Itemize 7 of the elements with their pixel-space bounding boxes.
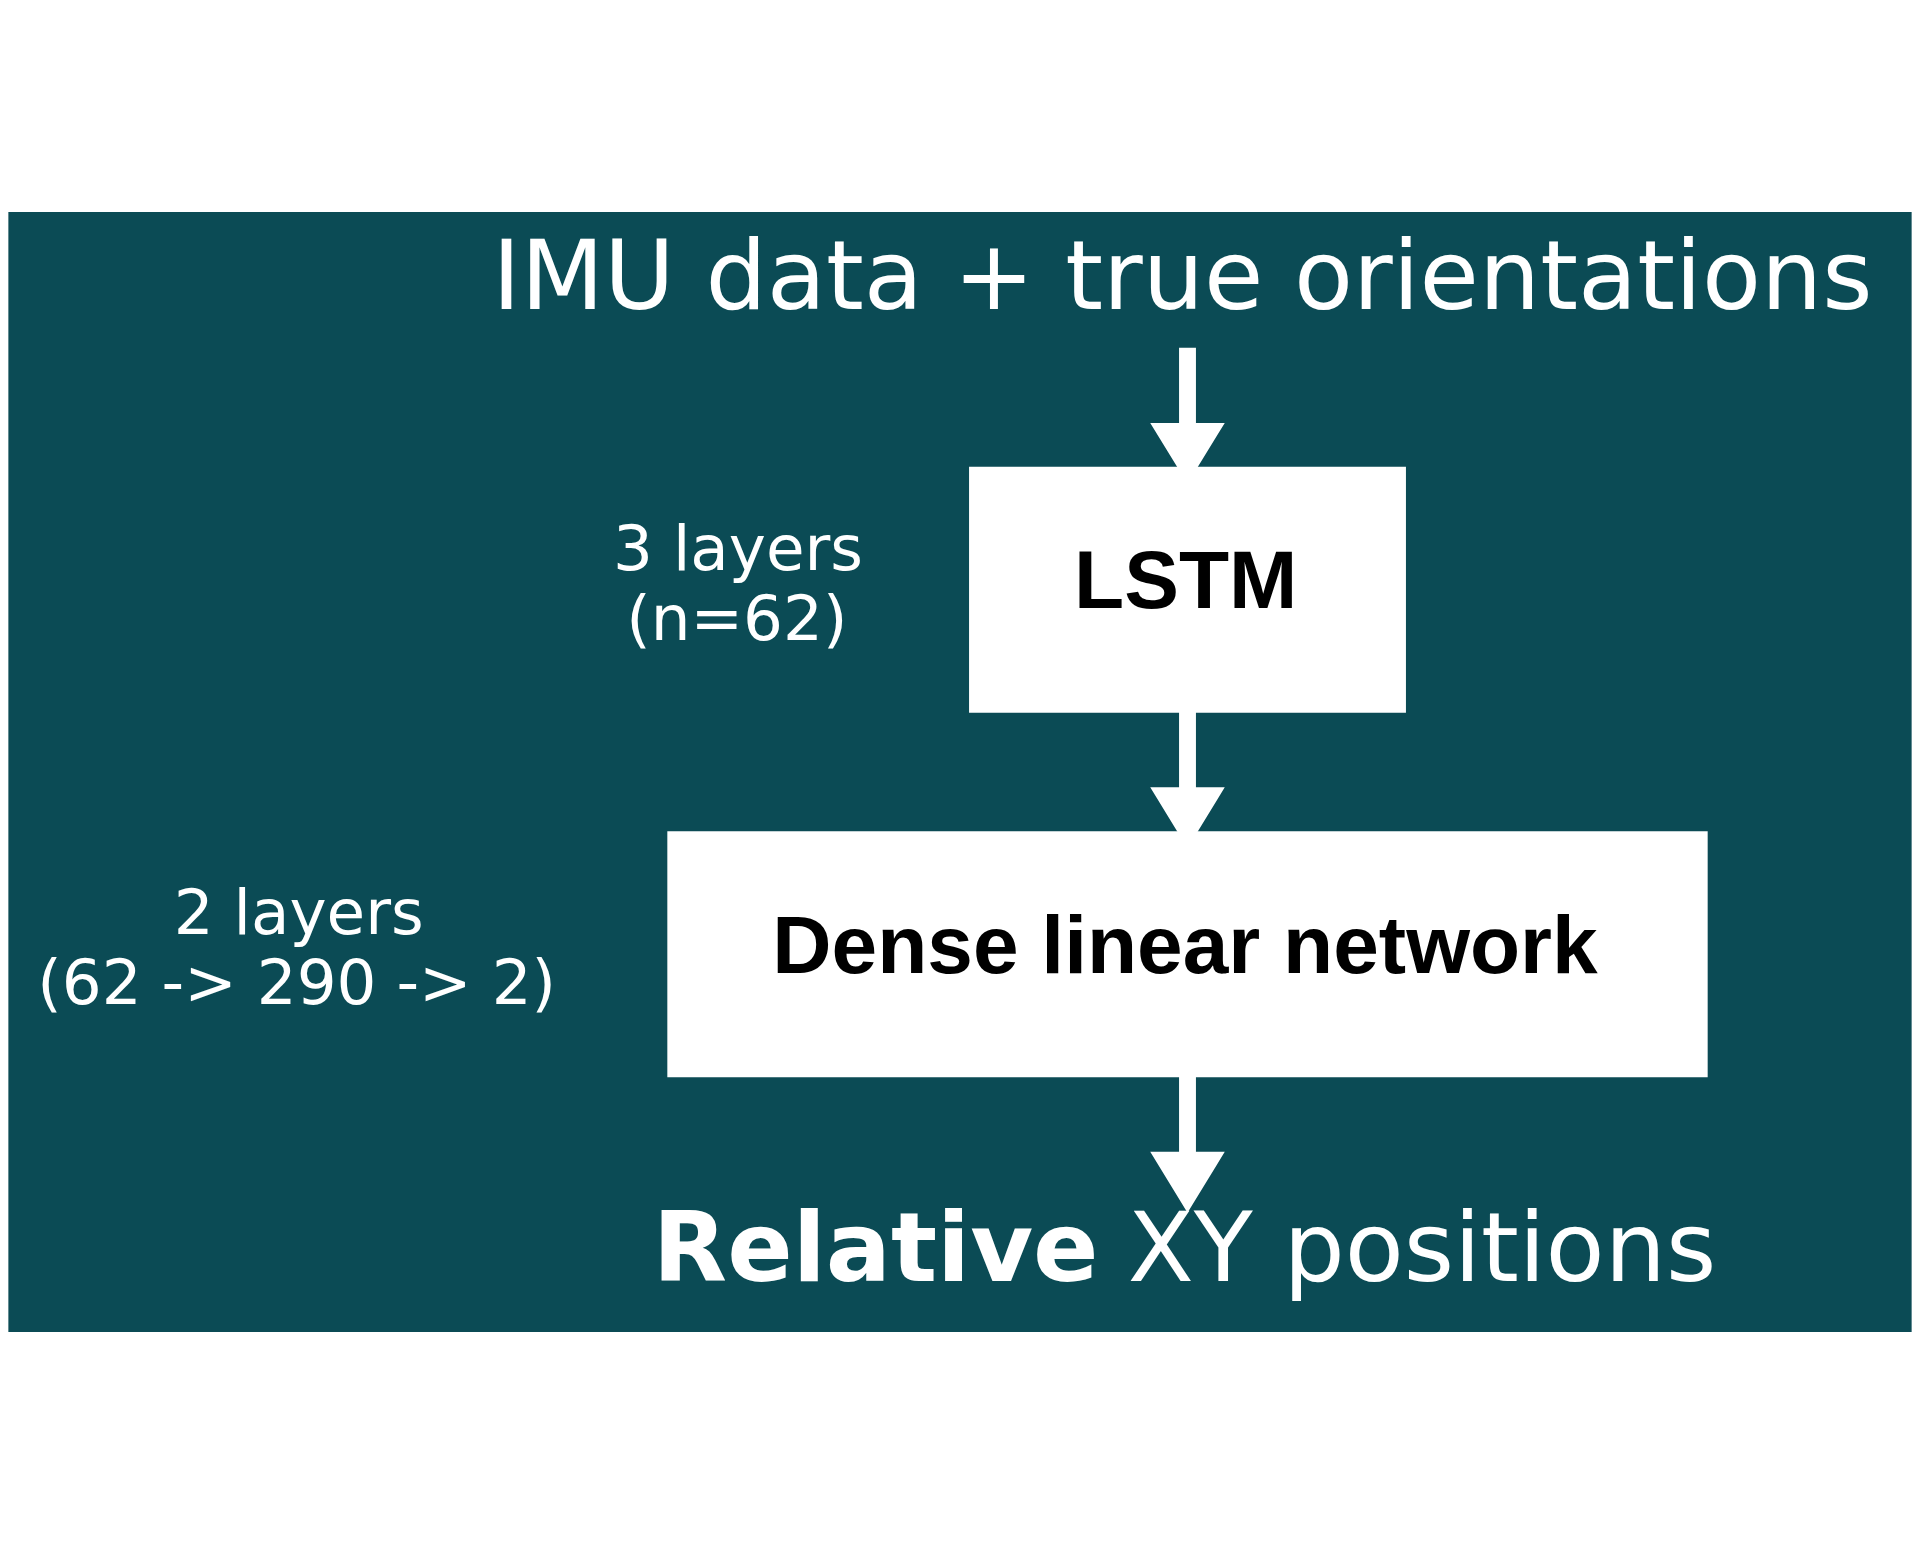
node-box: LSTM (969, 466, 1406, 713)
node-label: 2 layers (62 -> 290 -> 2) (37, 876, 557, 1020)
node-box: Dense linear network (667, 831, 1708, 1078)
node-text: IMU data + true orientations (492, 218, 1873, 332)
node-text: Relative XY positions (652, 1191, 1717, 1305)
arrow (1150, 1076, 1225, 1213)
node-label: 3 layers (n=62) (613, 511, 864, 655)
